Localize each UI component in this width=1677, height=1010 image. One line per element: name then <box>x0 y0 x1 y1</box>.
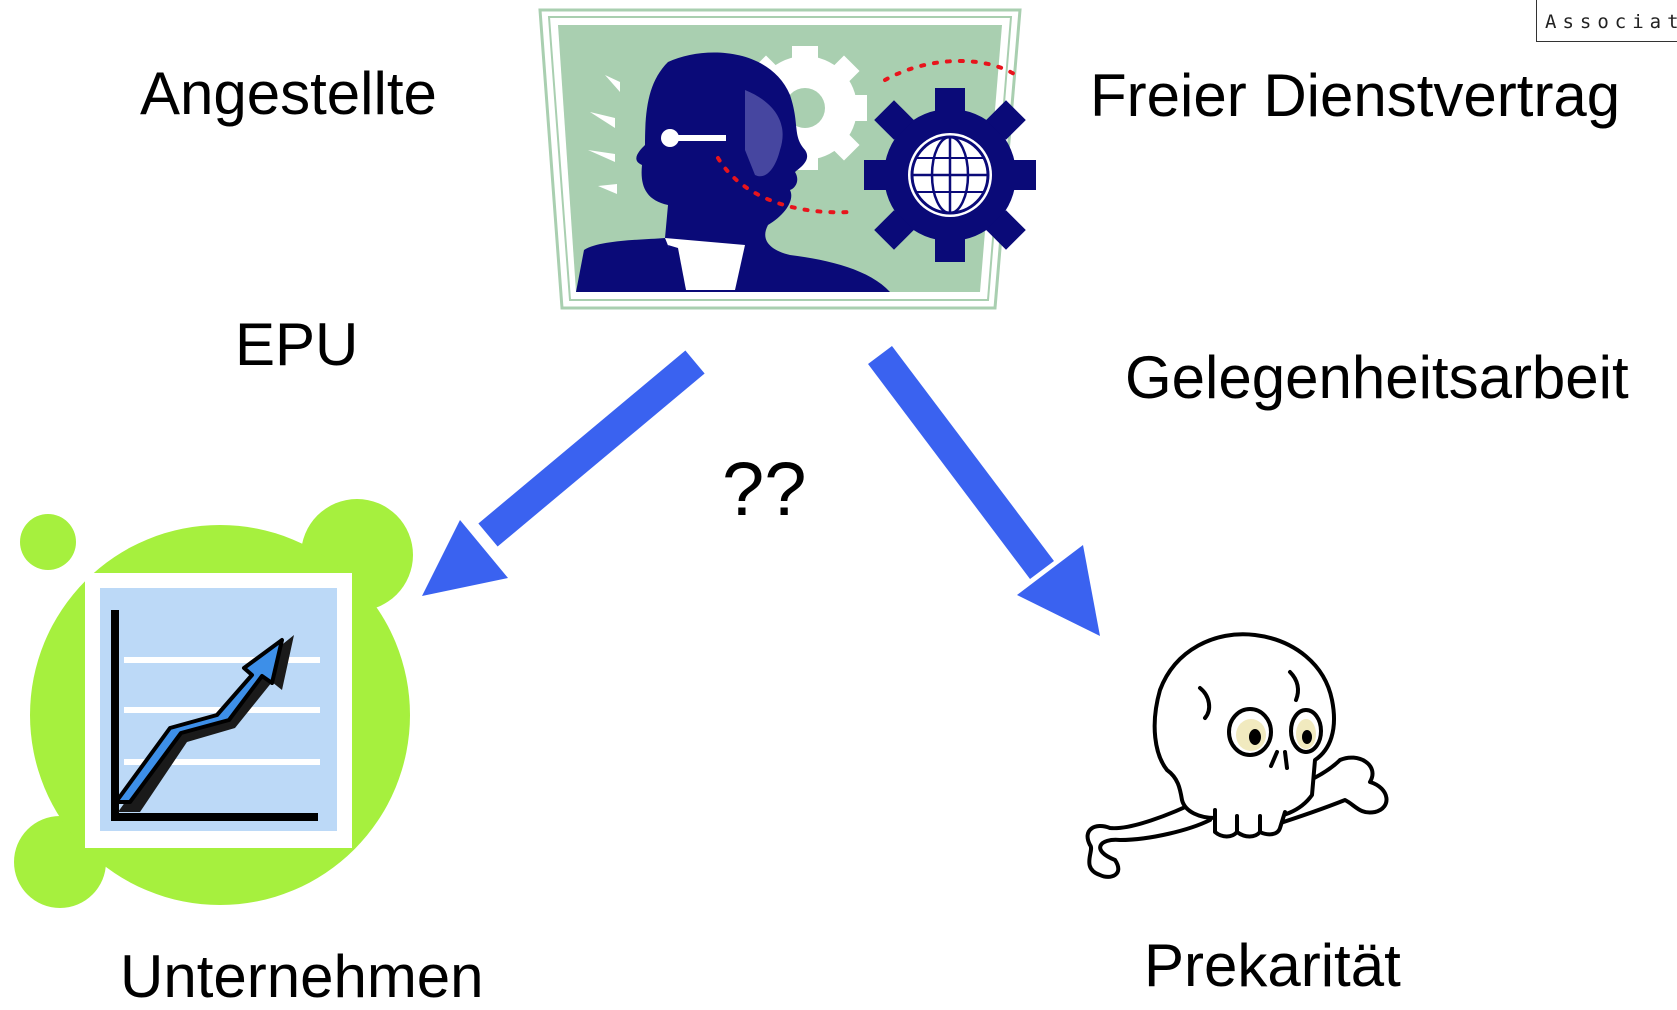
skull-eyes <box>1236 719 1316 751</box>
label-freelance-contract: Freier Dienstvertrag <box>1090 62 1621 129</box>
label-single-person-business: EPU <box>235 311 359 378</box>
arrow-down-right-icon <box>868 345 1100 636</box>
label-casual-work: Gelegenheitsarbeit <box>1125 344 1629 411</box>
head-gears-illustration-icon <box>538 8 1036 310</box>
corner-logo: Associat <box>1536 0 1677 42</box>
label-employees: Angestellte <box>140 60 437 127</box>
skull-crossbones-icon <box>1085 632 1389 879</box>
arrow-down-left-icon <box>422 350 705 596</box>
growth-chart-icon <box>14 499 413 908</box>
corner-logo-text: Associat <box>1545 11 1677 33</box>
label-question: ?? <box>722 447 807 532</box>
label-precarity: Prekarität <box>1144 932 1401 999</box>
label-company: Unternehmen <box>120 943 484 1010</box>
